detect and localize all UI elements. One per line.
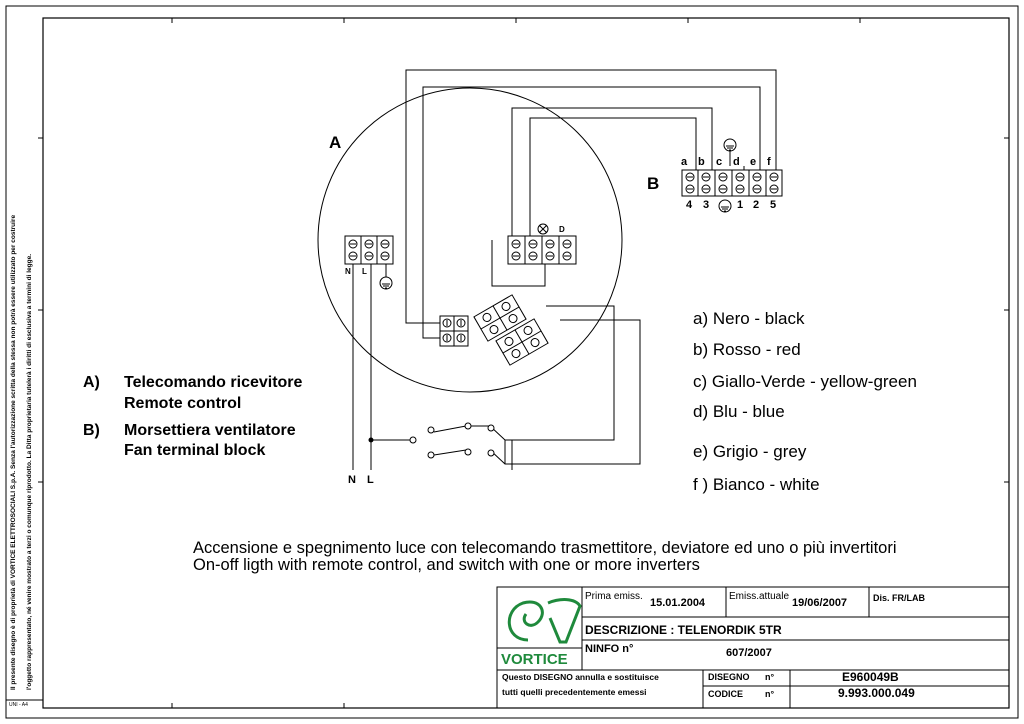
dis-label: Dis. FR/LAB bbox=[873, 593, 926, 603]
terminal-number-2: 2 bbox=[753, 199, 760, 211]
wire-letter-a: a bbox=[681, 156, 688, 168]
emiss-attuale-label: Emiss.attuale bbox=[729, 591, 790, 602]
wire-letter-f: f bbox=[767, 156, 771, 168]
ninfo-value: 607/2007 bbox=[726, 647, 772, 659]
left-terminal-block bbox=[344, 235, 394, 290]
vortice-logo-text: VORTICE bbox=[501, 651, 568, 668]
legend-a-line2: Remote control bbox=[124, 395, 242, 412]
description-italian: Accensione e spegnimento luce con teleco… bbox=[193, 539, 897, 557]
terminal-number-4: 4 bbox=[686, 199, 693, 211]
wire-letter-d: d bbox=[733, 156, 740, 168]
bottom-l-label: L bbox=[367, 474, 374, 486]
block-label-b: B bbox=[647, 174, 660, 193]
copyright-notice-line1: Il presente disegno è di proprietà di VO… bbox=[10, 214, 17, 690]
wire-color-c: c) Giallo-Verde - yellow-green bbox=[693, 372, 917, 391]
prima-emiss-label: Prima emiss. bbox=[585, 591, 643, 602]
legend-a-line1: Telecomando ricevitore bbox=[124, 374, 303, 391]
ninfo-label: NINFO n° bbox=[585, 643, 634, 655]
terminal-number-5: 5 bbox=[770, 199, 777, 211]
copyright-notice-line2: l'oggetto rappresentato, né venire mostr… bbox=[26, 253, 33, 690]
frame-ticks bbox=[6, 18, 1009, 708]
wires bbox=[352, 69, 777, 470]
wire-color-d: d) Blu - blue bbox=[693, 402, 785, 421]
circle-label-a: A bbox=[329, 133, 342, 152]
note-line1: Questo DISEGNO annulla e sostituisce bbox=[502, 672, 659, 682]
disegno-label: DISEGNO bbox=[708, 672, 750, 682]
top-l-label: L bbox=[362, 267, 367, 276]
legend-key-b: B) bbox=[83, 422, 100, 439]
switch-contacts bbox=[368, 422, 495, 459]
inner-frame bbox=[42, 17, 1010, 709]
emiss-attuale-value: 19/06/2007 bbox=[792, 597, 848, 609]
rotated-terminal-block-1 bbox=[473, 294, 527, 342]
outer-frame bbox=[5, 5, 1019, 719]
relay-terminal-block bbox=[439, 315, 469, 347]
fan-terminal-block-b bbox=[681, 138, 783, 213]
remote-receiver-circle bbox=[317, 87, 623, 393]
description-english: On-off ligth with remote control, and sw… bbox=[193, 556, 700, 574]
terminal-number-1: 1 bbox=[737, 199, 744, 211]
note-line2: tutti quelli precedentemente emessi bbox=[502, 687, 647, 697]
codice-label: CODICE bbox=[708, 689, 744, 699]
legend-b-line1: Morsettiera ventilatore bbox=[124, 422, 296, 439]
disegno-n: n° bbox=[765, 672, 775, 682]
legend-key-a: A) bbox=[83, 374, 100, 391]
vortice-logo bbox=[507, 598, 582, 644]
paper-format: UNI - A4 bbox=[9, 702, 28, 708]
descrizione: DESCRIZIONE : TELENORDIK 5TR bbox=[585, 623, 782, 637]
codice-n: n° bbox=[765, 689, 775, 699]
codice-value: 9.993.000.049 bbox=[838, 686, 915, 700]
rotated-terminal-block-2 bbox=[495, 318, 549, 366]
center-terminal-block bbox=[507, 223, 577, 265]
title-block-grid bbox=[496, 586, 1010, 709]
prima-emiss-value: 15.01.2004 bbox=[650, 597, 706, 609]
disegno-value: E960049B bbox=[842, 670, 899, 684]
d-marker: D bbox=[559, 225, 565, 234]
top-n-label: N bbox=[345, 267, 351, 276]
legend-b-line2: Fan terminal block bbox=[124, 442, 266, 459]
wire-letter-e: e bbox=[750, 156, 757, 168]
wire-color-f: f ) Bianco - white bbox=[693, 475, 820, 494]
bottom-n-label: N bbox=[348, 474, 356, 486]
wire-color-e: e) Grigio - grey bbox=[693, 442, 807, 461]
wire-color-a: a) Nero - black bbox=[693, 309, 805, 328]
wire-letter-c: c bbox=[716, 156, 723, 168]
terminal-number-3: 3 bbox=[703, 199, 710, 211]
wire-letter-b: b bbox=[698, 156, 705, 168]
wire-color-b: b) Rosso - red bbox=[693, 340, 801, 359]
